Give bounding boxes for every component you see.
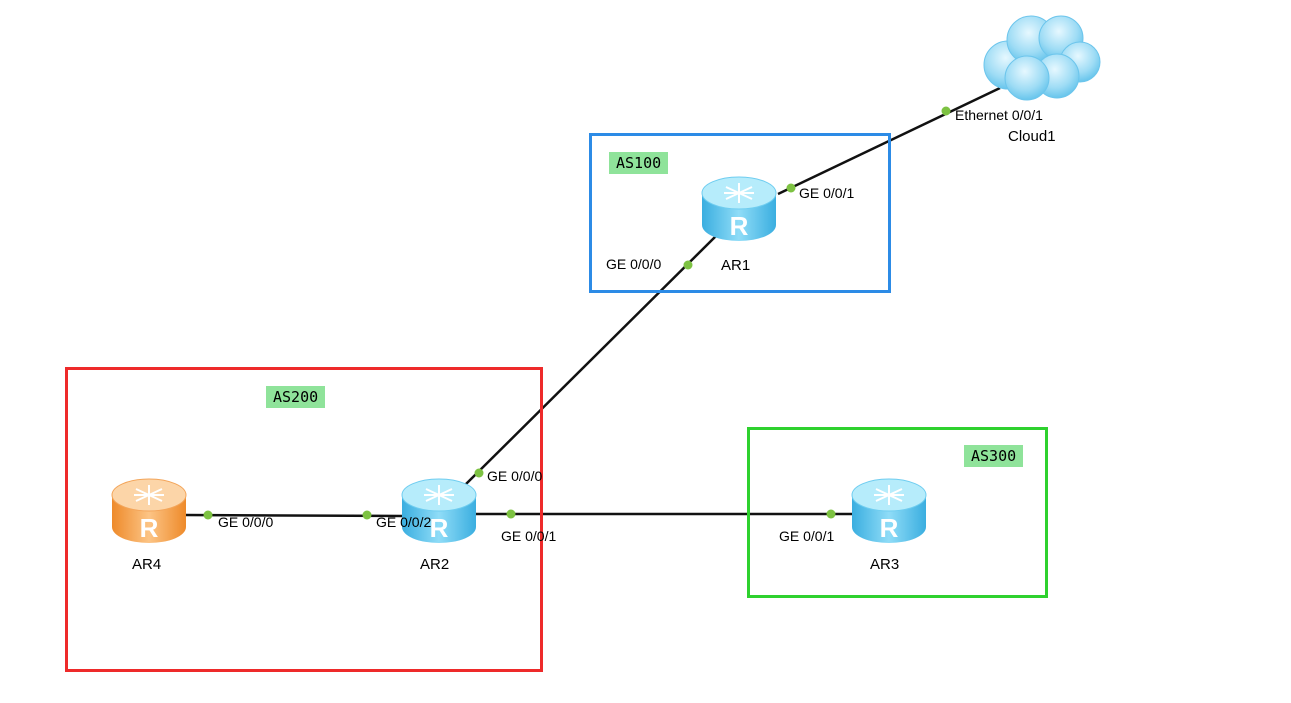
port-label-ar1-ge001: GE 0/0/1 xyxy=(799,185,855,201)
router-icon[interactable]: R xyxy=(700,175,778,243)
port-label-ar2-ge000: GE 0/0/0 xyxy=(487,468,543,484)
port-dot xyxy=(506,509,516,519)
svg-text:R: R xyxy=(880,513,899,543)
link-ar1-ar2[interactable] xyxy=(465,235,717,485)
as300-label: AS300 xyxy=(964,445,1024,467)
cloud-icon[interactable] xyxy=(975,10,1105,105)
port-label-ar2-ge001: GE 0/0/1 xyxy=(501,528,557,544)
router-icon[interactable]: R xyxy=(850,477,928,545)
port-dot xyxy=(362,510,372,520)
as200-box[interactable] xyxy=(65,367,543,672)
port-dot xyxy=(474,468,484,478)
as100-box[interactable] xyxy=(589,133,891,293)
as200-label: AS200 xyxy=(266,386,326,408)
port-label-ar2-ge002: GE 0/0/2 xyxy=(376,514,432,530)
port-dot xyxy=(203,510,213,520)
svg-text:R: R xyxy=(140,513,159,543)
router-icon[interactable]: R xyxy=(110,477,188,545)
ar3-label: AR3 xyxy=(870,556,900,573)
port-label-cloud1-eth001: Ethernet 0/0/1 xyxy=(955,107,1043,123)
as100-label: AS100 xyxy=(609,152,669,174)
port-label-ar4-ge000: GE 0/0/0 xyxy=(218,514,274,530)
cloud1-label: Cloud1 xyxy=(1008,128,1056,145)
port-dot xyxy=(683,260,693,270)
router-icon[interactable]: R xyxy=(400,477,478,545)
ar4-label: AR4 xyxy=(132,556,162,573)
port-dot xyxy=(826,509,836,519)
ar2-label: AR2 xyxy=(420,556,450,573)
svg-text:R: R xyxy=(430,513,449,543)
port-label-ar3-ge001: GE 0/0/1 xyxy=(779,528,835,544)
ar1-label: AR1 xyxy=(721,257,751,274)
as300-box[interactable] xyxy=(747,427,1048,598)
port-dot xyxy=(786,183,796,193)
svg-text:R: R xyxy=(730,211,749,241)
port-label-ar1-ge000: GE 0/0/0 xyxy=(606,256,662,272)
port-dot xyxy=(941,106,951,116)
